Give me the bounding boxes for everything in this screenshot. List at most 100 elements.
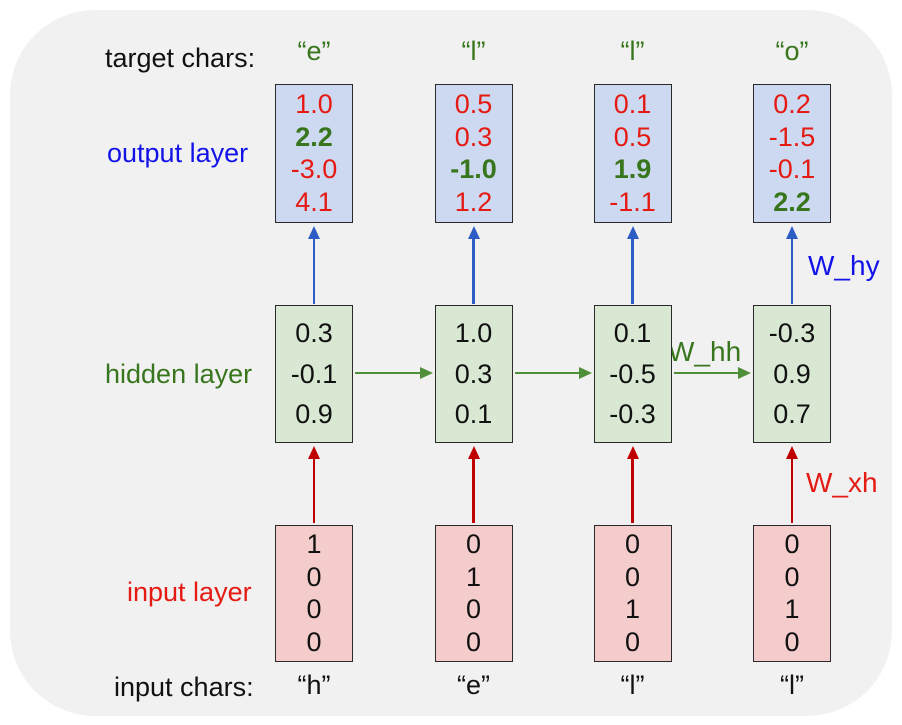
output-value: 2.2 xyxy=(773,187,811,218)
hidden-value: -0.5 xyxy=(609,358,656,389)
input-char: “l” xyxy=(620,670,645,700)
hidden-box: 1.0 0.3 0.1 xyxy=(434,305,513,443)
hidden-value: 1.0 xyxy=(454,317,493,348)
arrow-shaft xyxy=(312,456,316,523)
blue-arrow-hidden-to-output xyxy=(467,226,481,304)
arrow-head xyxy=(308,446,320,459)
arrow-shaft xyxy=(472,236,475,304)
input-value: 0 xyxy=(784,626,800,657)
hidden-value: 0.3 xyxy=(454,358,493,389)
hidden-layer-label: hidden layer xyxy=(105,359,253,389)
target-char: “e” xyxy=(297,36,331,66)
output-value: 1.2 xyxy=(454,187,493,218)
hidden-value: 0.1 xyxy=(454,399,493,430)
arrow-head xyxy=(738,367,751,379)
arrow-head xyxy=(626,446,639,459)
arrow-shaft xyxy=(514,371,582,375)
input-value: 0 xyxy=(465,626,482,657)
output-value: 0.3 xyxy=(454,121,493,152)
output-value: 0.1 xyxy=(613,88,652,119)
input-value: 0 xyxy=(306,561,322,592)
input-chars-label: input chars: xyxy=(114,672,254,702)
output-value: -0.1 xyxy=(768,154,816,185)
arrow-head xyxy=(419,367,433,379)
input-value: 0 xyxy=(624,626,641,657)
input-value: 0 xyxy=(624,529,641,560)
output-layer-label: output layer xyxy=(107,138,249,168)
target-chars-label: target chars: xyxy=(105,43,256,73)
arrow-shaft xyxy=(631,236,634,304)
arrow-head xyxy=(786,446,798,459)
w-xh-label: W_xh xyxy=(806,467,878,498)
input-value: 1 xyxy=(784,594,800,625)
red-arrow-input-to-hidden xyxy=(467,446,481,523)
output-value: 0.5 xyxy=(613,121,652,152)
blue-arrow-hidden-to-output xyxy=(626,226,640,304)
red-arrow-input-to-hidden xyxy=(307,446,321,523)
red-arrow-input-to-hidden xyxy=(785,446,799,523)
arrow-head xyxy=(308,226,320,239)
arrow-head xyxy=(467,446,480,459)
output-value: 1.9 xyxy=(613,154,652,185)
arrow-shaft xyxy=(790,236,794,304)
input-char: “e” xyxy=(457,670,490,700)
green-arrow-hidden-to-hidden xyxy=(514,366,592,380)
output-value: 2.2 xyxy=(295,121,333,152)
output-value: 4.1 xyxy=(295,187,333,218)
hidden-value: 0.3 xyxy=(295,317,333,348)
green-arrow-hidden-to-hidden xyxy=(355,366,433,380)
input-value: 0 xyxy=(784,529,800,560)
output-value: -1.5 xyxy=(768,121,816,152)
arrow-shaft xyxy=(673,371,741,375)
target-char: “l” xyxy=(620,36,645,66)
input-char: “l” xyxy=(780,670,804,700)
hidden-box: -0.3 0.9 0.7 xyxy=(753,305,831,443)
w-hh-label: W_hh xyxy=(668,336,742,367)
input-value: 0 xyxy=(306,594,322,625)
hidden-value: -0.3 xyxy=(609,399,656,430)
output-value: 0.5 xyxy=(454,88,493,119)
input-value: 0 xyxy=(624,561,641,592)
input-layer-label: input layer xyxy=(127,577,252,607)
arrow-shaft xyxy=(355,371,423,375)
input-value: 0 xyxy=(784,561,800,592)
hidden-value: 0.9 xyxy=(773,358,811,389)
target-char: “l” xyxy=(461,36,486,66)
arrow-head xyxy=(626,226,639,239)
hidden-value: -0.1 xyxy=(290,358,338,389)
arrow-shaft xyxy=(631,456,634,523)
arrow-shaft xyxy=(472,456,475,523)
input-char: “h” xyxy=(297,670,331,700)
target-char: “o” xyxy=(775,36,809,66)
output-value: 0.2 xyxy=(773,88,811,119)
input-value: 0 xyxy=(465,529,482,560)
blue-arrow-hidden-to-output xyxy=(785,226,799,304)
diagram-panel: target chars: output layer hidden layer … xyxy=(10,10,892,716)
input-value: 1 xyxy=(306,529,322,560)
blue-arrow-hidden-to-output xyxy=(307,226,321,304)
input-value: 1 xyxy=(465,561,482,592)
output-value: -1.0 xyxy=(450,154,497,185)
w-hy-label: W_hy xyxy=(808,250,880,281)
input-value: 0 xyxy=(306,626,322,657)
arrow-shaft xyxy=(790,456,794,523)
input-value: 0 xyxy=(465,594,482,625)
hidden-box: 0.1-0.5-0.3 xyxy=(593,305,672,443)
arrow-head xyxy=(578,367,592,379)
hidden-value: -0.3 xyxy=(768,317,816,348)
input-value: 1 xyxy=(624,594,641,625)
hidden-value: 0.9 xyxy=(295,399,333,430)
hidden-box: 0.3 -0.1 0.9 xyxy=(275,305,353,443)
hidden-value: 0.7 xyxy=(773,399,811,430)
red-arrow-input-to-hidden xyxy=(626,446,640,523)
output-value: -1.1 xyxy=(609,187,656,218)
output-value: 1.0 xyxy=(295,88,333,119)
arrow-shaft xyxy=(312,236,316,304)
